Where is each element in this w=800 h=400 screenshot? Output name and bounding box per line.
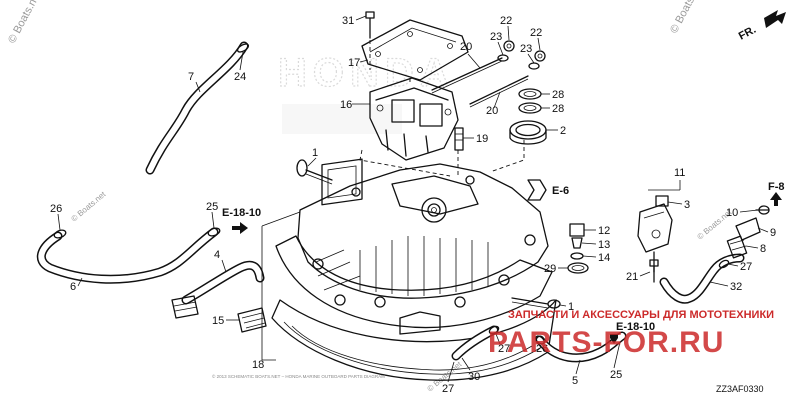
callout-18: 18: [252, 359, 264, 371]
callout-7: 7: [188, 71, 194, 83]
direction-label: FR.: [737, 24, 758, 43]
bolt-31: [365, 11, 375, 39]
callout-14: 14: [598, 252, 610, 264]
hose-5: [535, 331, 627, 363]
callouts: 31 22 22 23 23 20 20 17 28 28 16 2 19 7 …: [50, 15, 776, 395]
ref-f8-label: F-8: [768, 181, 785, 193]
callout-22: 22: [530, 27, 542, 39]
callout-26: 26: [50, 203, 62, 215]
hose-6: [36, 227, 219, 284]
reference-e6: E-6: [527, 179, 569, 201]
hose-32: [659, 253, 745, 304]
callout-1: 1: [568, 301, 574, 313]
brand-outline-watermark: HONDA: [277, 50, 455, 134]
o-ring-29: [567, 262, 589, 274]
footer-copyright: © 2013 SCHEMATIC BOATS.NET – HONDA MARIN…: [212, 373, 385, 379]
oil-filler-fitting-11: [637, 203, 673, 273]
seal-28: [518, 88, 542, 114]
reference-f8: F-8: [768, 181, 785, 206]
reference-e18-10-left: E-18-10: [222, 207, 261, 234]
cap-3: [655, 195, 669, 207]
front-direction-indicator: FR.: [737, 10, 786, 43]
bolt-13: [571, 237, 583, 249]
callout-29: 29: [544, 263, 556, 275]
housing-block-16: [369, 77, 459, 161]
callout-27: 27: [740, 261, 752, 273]
shop-watermark-line: ЗАПЧАСТИ И АКСЕССУАРЫ ДЛЯ МОТОТЕХНИКИ: [508, 309, 774, 321]
callout-27: 27: [442, 383, 454, 395]
callout-19: 19: [476, 133, 488, 145]
callout-10: 10: [726, 207, 738, 219]
brand-outline-text: HONDA: [278, 51, 455, 95]
hose-4: [181, 260, 265, 305]
callout-32: 32: [730, 281, 742, 293]
callout-12: 12: [598, 225, 610, 237]
cover-plate-17: [361, 19, 469, 81]
oil-seal-2: [509, 120, 547, 145]
callout-23: 23: [520, 43, 532, 55]
stud-20: [431, 57, 529, 108]
washer-14: [570, 252, 584, 260]
direction-arrow-icon: [764, 10, 786, 28]
arrow-up-icon: [770, 192, 782, 206]
reference-e18-10-bottom: E-18-10: [610, 321, 655, 344]
callout-1: 1: [312, 147, 318, 159]
callout-5: 5: [572, 375, 578, 387]
callout-8: 8: [760, 243, 766, 255]
callout-30: 30: [468, 371, 480, 383]
hose-7: [145, 41, 249, 175]
bolt-1: [296, 159, 333, 185]
callout-20: 20: [486, 105, 498, 117]
callout-11: 11: [674, 167, 685, 179]
watermark-corner-left: © Boats.net: [6, 0, 44, 45]
clip-26: [53, 229, 67, 239]
callout-31: 31: [342, 15, 354, 27]
shop-watermark-brand: PARTS-FOR.RU: [488, 326, 724, 359]
bolt-1: [511, 297, 561, 309]
callout-22: 22: [500, 15, 512, 27]
callout-15: 15: [212, 315, 224, 327]
arrow-right-icon: [232, 222, 248, 234]
callout-16: 16: [340, 99, 352, 111]
pipe-19: [454, 127, 464, 151]
callout-24: 24: [234, 71, 246, 83]
callout-25: 25: [206, 201, 218, 213]
callout-28: 28: [552, 103, 564, 115]
clip-25: [207, 227, 221, 237]
callout-17: 17: [348, 57, 360, 69]
callout-25: 25: [610, 369, 622, 381]
chevron-right-icon: [527, 179, 547, 201]
callout-23: 23: [490, 31, 502, 43]
callout-4: 4: [214, 249, 220, 261]
clip-27: [488, 259, 730, 345]
callout-26: 26: [536, 343, 548, 355]
callout-21: 21: [626, 271, 638, 283]
clip-24: [236, 43, 250, 53]
strainer-15: [237, 307, 267, 333]
arrow-down-icon: [610, 334, 618, 344]
nut-22: [503, 40, 546, 62]
callout-3: 3: [684, 199, 690, 211]
fitting-9: [735, 217, 761, 241]
ref-e18-10-left-label: E-18-10: [222, 207, 261, 219]
diagram-code: ZZ3AF0330: [716, 384, 764, 394]
ref-e6-label: E-6: [552, 185, 569, 197]
washer-23: [497, 54, 540, 70]
callout-20: 20: [460, 41, 472, 53]
callout-28: 28: [552, 89, 564, 101]
joint-8: [726, 235, 748, 259]
callout-13: 13: [598, 239, 610, 251]
plug-12: [569, 223, 585, 237]
engine-undercase: [271, 158, 557, 381]
ref-e18-10-bottom-label: E-18-10: [616, 321, 655, 333]
watermark-corner-right: © Boats: [668, 0, 697, 35]
callout-27: 27: [498, 343, 510, 355]
callout-6: 6: [70, 281, 76, 293]
callout-9: 9: [770, 227, 776, 239]
filter-cap-15: [171, 295, 199, 319]
callout-2: 2: [560, 125, 566, 137]
bolt-21: [649, 259, 659, 283]
watermark-diagonal: © Boats.net: [70, 189, 108, 223]
